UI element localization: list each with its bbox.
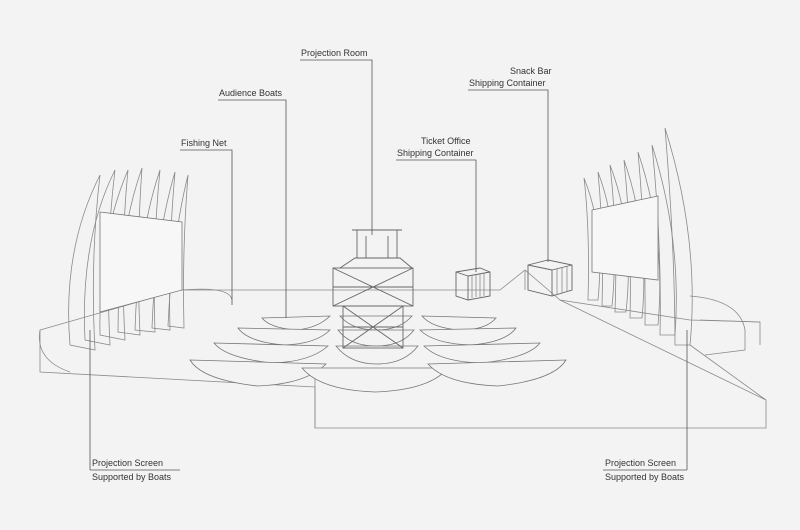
projection-room-structure bbox=[332, 229, 414, 349]
label-left-projection-screen: Projection Screen bbox=[92, 458, 163, 468]
left-projection-screen-boats bbox=[68, 167, 189, 351]
label-audience-boats: Audience Boats bbox=[219, 88, 283, 98]
ticket-office-container bbox=[455, 267, 491, 301]
label-snack-bar: Snack Bar bbox=[510, 66, 552, 76]
label-fishing-net: Fishing Net bbox=[181, 138, 227, 148]
label-left-supported-by-boats: Supported by Boats bbox=[92, 472, 172, 482]
label-ticket-office: Ticket Office bbox=[421, 136, 471, 146]
label-snack-bar-container: Shipping Container bbox=[469, 78, 546, 88]
label-ticket-office-container: Shipping Container bbox=[397, 148, 474, 158]
fishing-net bbox=[181, 288, 233, 301]
label-right-supported-by-boats: Supported by Boats bbox=[605, 472, 685, 482]
right-projection-screen-boats bbox=[583, 127, 693, 346]
label-projection-room: Projection Room bbox=[301, 48, 368, 58]
label-right-projection-screen: Projection Screen bbox=[605, 458, 676, 468]
leader-lines bbox=[89, 59, 688, 471]
